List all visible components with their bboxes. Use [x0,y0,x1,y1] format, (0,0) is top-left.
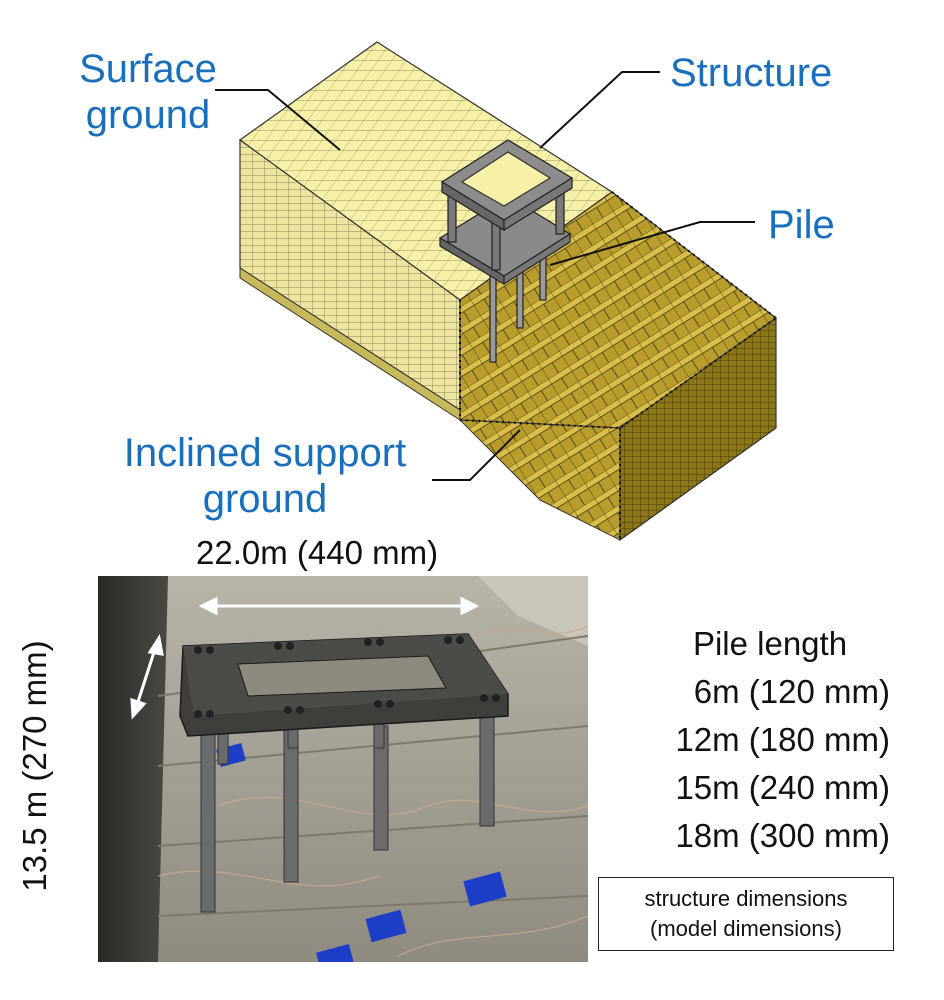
dotted-outline [459,191,777,540]
leader-lines [215,71,755,481]
pile-length-list: Pile length 6m (120 mm) 12m (180 mm) 15m… [610,620,890,860]
inclined-ground-label-line2: ground [202,477,328,521]
surface-ground-label-line1: Surface [79,47,217,91]
inclined-ground-label: Inclined support ground [100,430,430,522]
pile-length-item: 12m (180 mm) [675,721,890,758]
pile-length-item: 6m (120 mm) [693,673,890,710]
fe-model-illustration [215,41,778,542]
pile-length-title: Pile length [692,625,848,662]
pile-length-item: 15m (240 mm) [675,769,890,806]
legend-box: structure dimensions (model dimensions) [598,877,894,951]
legend-line2: (model dimensions) [650,916,842,941]
surface-ground-label-line2: ground [85,93,211,137]
inclined-ground-label-line1: Inclined support [123,431,407,475]
pile-length-item: 18m (300 mm) [675,817,890,854]
legend-line1: structure dimensions [644,886,848,911]
model-photo [98,576,588,962]
inclined-ground-front [458,419,621,541]
depth-dimension-label: 13.5 m (270 mm) [16,640,53,892]
width-dimension-label: 22.0m (440 mm) [196,534,439,571]
structure-label: Structure [670,51,833,95]
pile-label: Pile [768,203,835,247]
inclined-ground-side [619,316,777,542]
structure-model [438,139,574,363]
surface-ground-label: Surface ground [68,46,228,138]
